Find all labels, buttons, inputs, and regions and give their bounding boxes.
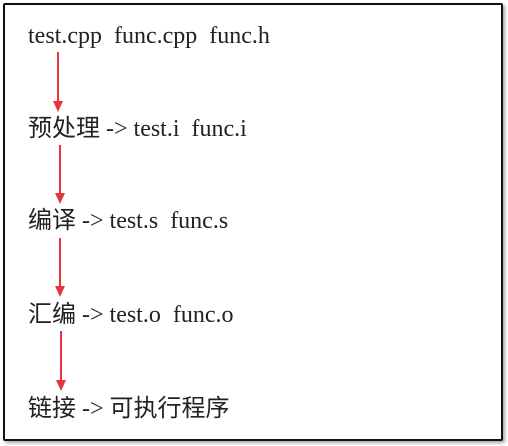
step-preprocess: 预处理 -> test.i func.i xyxy=(28,116,247,142)
step-compile: 编译 -> test.s func.s xyxy=(28,208,229,234)
diagram-frame xyxy=(3,3,503,441)
step-link: 链接 -> 可执行程序 xyxy=(28,396,230,422)
arrow-4 xyxy=(56,331,66,391)
arrow-3 xyxy=(55,238,65,297)
step-assemble: 汇编 -> test.o func.o xyxy=(28,302,234,328)
arrow-1 xyxy=(53,52,63,112)
step-source-files: test.cpp func.cpp func.h xyxy=(28,23,270,49)
arrow-2 xyxy=(55,145,65,204)
